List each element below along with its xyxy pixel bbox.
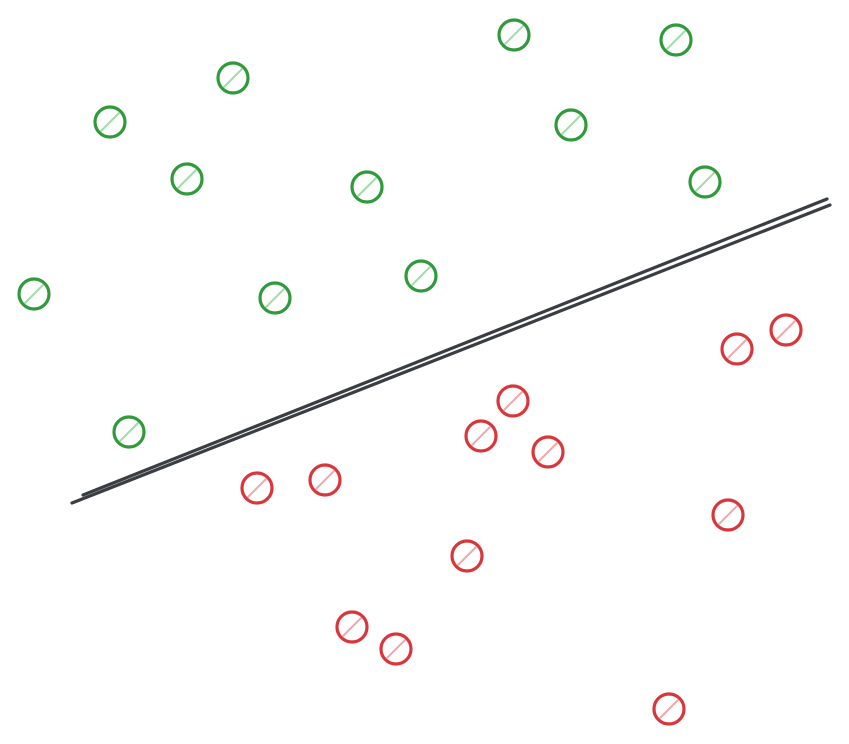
point-ring (404, 259, 438, 293)
point-ring (335, 610, 369, 644)
point-slash (341, 616, 363, 638)
point-slash (470, 425, 492, 447)
point-slash (775, 319, 797, 341)
point-ring (720, 332, 754, 366)
above-point-3 circle-slash-icon (216, 61, 250, 95)
point-slash (246, 477, 268, 499)
point-ring (659, 23, 693, 57)
point-slash (502, 390, 524, 412)
above-point-12 circle-slash-icon (112, 415, 146, 449)
point-ring (216, 61, 250, 95)
above-point-11 circle-slash-icon (404, 259, 438, 293)
above-point-10 circle-slash-icon (258, 281, 292, 315)
point-slash (537, 441, 559, 463)
point-ring (769, 313, 803, 347)
above-point-1 circle-slash-icon (497, 18, 531, 52)
point-ring (450, 539, 484, 573)
points-layer (17, 18, 803, 726)
below-point-11 circle-slash-icon (379, 632, 413, 666)
above-point-6 circle-slash-icon (170, 162, 204, 196)
point-ring (93, 105, 127, 139)
below-point-5 circle-slash-icon (531, 435, 565, 469)
point-ring (350, 170, 384, 204)
point-ring (464, 419, 498, 453)
above-point-4 circle-slash-icon (93, 105, 127, 139)
point-ring (711, 498, 745, 532)
point-slash (356, 176, 378, 198)
point-slash (222, 67, 244, 89)
below-point-4 circle-slash-icon (464, 419, 498, 453)
point-ring (240, 471, 274, 505)
point-ring (497, 18, 531, 52)
point-slash (314, 469, 336, 491)
above-point-2 circle-slash-icon (659, 23, 693, 57)
point-slash (118, 421, 140, 443)
point-ring (258, 281, 292, 315)
separator-stroke-1 (81, 197, 829, 497)
point-ring (308, 463, 342, 497)
point-ring (379, 632, 413, 666)
point-slash (99, 111, 121, 133)
above-point-5 circle-slash-icon (554, 108, 588, 142)
point-slash (264, 287, 286, 309)
point-ring (112, 415, 146, 449)
below-point-9 circle-slash-icon (450, 539, 484, 573)
point-ring (496, 384, 530, 418)
below-point-12 circle-slash-icon (652, 692, 686, 726)
point-slash (503, 24, 525, 46)
point-slash (23, 283, 45, 305)
above-point-9 circle-slash-icon (17, 277, 51, 311)
above-point-7 circle-slash-icon (350, 170, 384, 204)
point-ring (652, 692, 686, 726)
below-point-8 circle-slash-icon (711, 498, 745, 532)
above-point-8 circle-slash-icon (688, 165, 722, 199)
point-ring (17, 277, 51, 311)
separator-line (70, 197, 832, 505)
point-ring (531, 435, 565, 469)
point-ring (688, 165, 722, 199)
below-point-6 circle-slash-icon (240, 471, 274, 505)
point-slash (176, 168, 198, 190)
point-slash (410, 265, 432, 287)
point-slash (560, 114, 582, 136)
below-point-2 circle-slash-icon (720, 332, 754, 366)
separator-stroke-2 (70, 203, 832, 505)
point-slash (717, 504, 739, 526)
point-slash (456, 545, 478, 567)
point-ring (554, 108, 588, 142)
below-point-7 circle-slash-icon (308, 463, 342, 497)
point-slash (665, 29, 687, 51)
point-ring (170, 162, 204, 196)
below-point-10 circle-slash-icon (335, 610, 369, 644)
below-point-3 circle-slash-icon (496, 384, 530, 418)
point-slash (694, 171, 716, 193)
below-point-1 circle-slash-icon (769, 313, 803, 347)
point-slash (726, 338, 748, 360)
point-slash (658, 698, 680, 720)
point-slash (385, 638, 407, 660)
